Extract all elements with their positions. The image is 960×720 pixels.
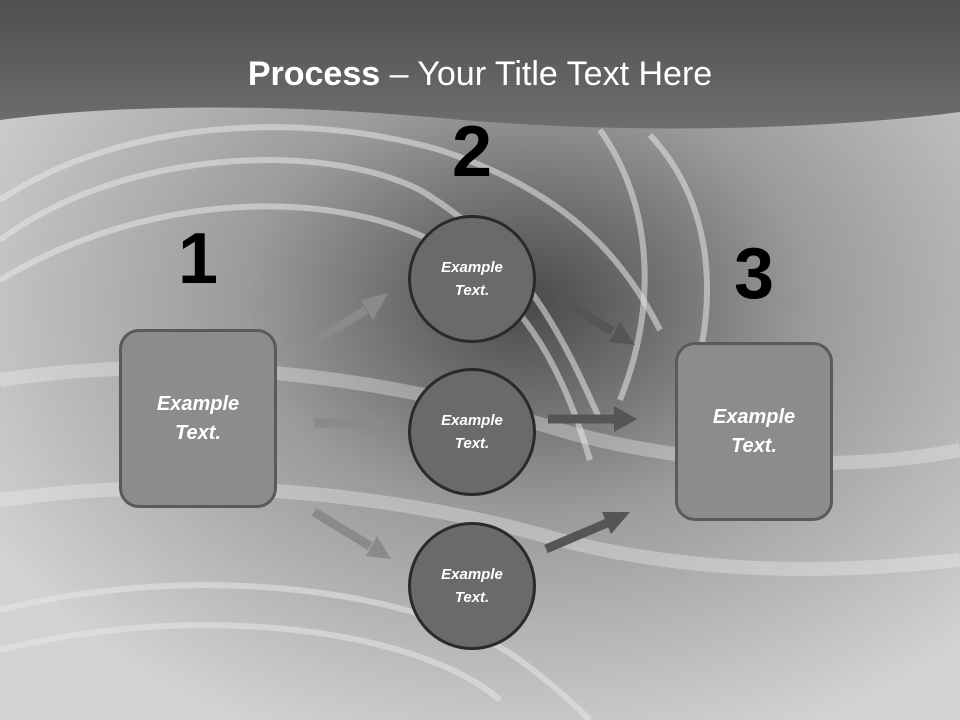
step-number-3: 3 <box>733 234 775 314</box>
step-number-1: 1 <box>177 219 219 299</box>
right-box: Example Text. <box>675 342 833 521</box>
arrow-middle-to-right <box>548 406 637 432</box>
step-number-2: 2 <box>451 112 493 192</box>
arrow-left-to-top <box>308 293 388 347</box>
arrow-bottom-to-right <box>544 512 630 554</box>
arrow-left-to-bottom <box>311 508 391 559</box>
title-bold: Process <box>247 55 381 93</box>
circle-node-bottom: Example Text. <box>408 522 536 650</box>
circle-node-middle: Example Text. <box>408 368 536 496</box>
arrow-top-to-right <box>553 293 635 345</box>
arrow-left-to-middle <box>314 411 388 435</box>
header-band <box>0 0 960 129</box>
left-box: Example Text. <box>119 329 277 508</box>
slide-title: Process – Your Title Text Here <box>0 52 960 96</box>
circle-node-top: Example Text. <box>408 215 536 343</box>
title-rest: – Your Title Text Here <box>380 55 713 93</box>
